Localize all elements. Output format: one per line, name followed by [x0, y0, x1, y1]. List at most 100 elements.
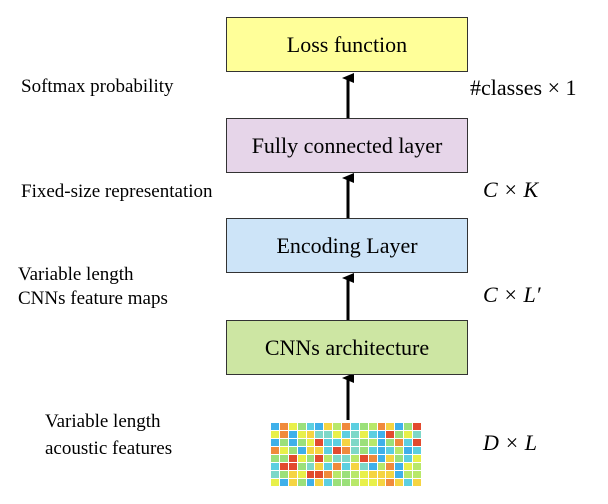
encoding-layer-box: Encoding Layer: [226, 218, 468, 273]
heatmap-cell: [342, 479, 350, 486]
heatmap-cell: [279, 447, 288, 454]
heatmap-cell: [413, 439, 421, 446]
heatmap-cell: [386, 479, 395, 486]
heatmap-cell: [404, 479, 413, 486]
heatmap-cell: [395, 447, 404, 454]
heatmap-cell: [297, 463, 306, 470]
heatmap-cell: [279, 463, 288, 470]
heatmap-cell: [413, 471, 421, 478]
heatmap-cell: [377, 471, 386, 478]
heatmap-cell: [324, 447, 333, 454]
heatmap-cell: [404, 463, 413, 470]
heatmap-cell: [333, 431, 342, 438]
heatmap-cell: [271, 447, 279, 454]
heatmap-cell: [306, 471, 315, 478]
heatmap-cell: [395, 455, 404, 462]
heatmap-cell: [359, 439, 368, 446]
heatmap-cell: [395, 479, 404, 486]
heatmap-cell: [333, 447, 342, 454]
heatmap-cell: [315, 479, 324, 486]
heatmap-cell: [350, 439, 359, 446]
variable-cnn-label-line2: CNNs feature maps: [18, 288, 168, 309]
heatmap-cell: [368, 479, 377, 486]
heatmap-cell: [315, 447, 324, 454]
heatmap-cell: [279, 471, 288, 478]
heatmap-cell: [350, 463, 359, 470]
heatmap-cell: [377, 423, 386, 430]
heatmap-cell: [279, 423, 288, 430]
heatmap-cell: [404, 471, 413, 478]
heatmap-cell: [288, 471, 297, 478]
heatmap-cell: [359, 423, 368, 430]
heatmap-cell: [288, 479, 297, 486]
heatmap-cell: [288, 431, 297, 438]
heatmap-cell: [324, 479, 333, 486]
heatmap-cell: [368, 423, 377, 430]
heatmap-cell: [279, 439, 288, 446]
heatmap-cell: [350, 447, 359, 454]
heatmap-cell: [324, 471, 333, 478]
heatmap-cell: [368, 463, 377, 470]
heatmap-cell: [297, 471, 306, 478]
heatmap-cell: [324, 463, 333, 470]
heatmap-cell: [368, 447, 377, 454]
heatmap-cell: [297, 479, 306, 486]
heatmap-cell: [297, 455, 306, 462]
heatmap-cell: [368, 471, 377, 478]
heatmap-cell: [377, 431, 386, 438]
heatmap-cell: [315, 431, 324, 438]
heatmap-cell: [315, 463, 324, 470]
heatmap-cell: [306, 463, 315, 470]
heatmap-cell: [359, 479, 368, 486]
heatmap-cell: [279, 455, 288, 462]
heatmap-cell: [271, 439, 279, 446]
heatmap-cell: [386, 471, 395, 478]
heatmap-cell: [413, 455, 421, 462]
heatmap-cell: [368, 455, 377, 462]
heatmap-cell: [333, 479, 342, 486]
heatmap-cell: [324, 439, 333, 446]
heatmap-cell: [342, 447, 350, 454]
dl-dimension: D × L: [483, 430, 537, 455]
acoustic-features-heatmap: [271, 423, 421, 486]
heatmap-cell: [404, 447, 413, 454]
fully-connected-box: Fully connected layer: [226, 118, 468, 173]
heatmap-cell: [297, 439, 306, 446]
heatmap-cell: [288, 463, 297, 470]
heatmap-cell: [386, 431, 395, 438]
heatmap-cell: [377, 447, 386, 454]
heatmap-cell: [306, 447, 315, 454]
heatmap-cell: [350, 455, 359, 462]
cl-dimension: C × L′: [483, 282, 541, 307]
heatmap-cell: [413, 431, 421, 438]
heatmap-cell: [404, 423, 413, 430]
heatmap-cell: [404, 431, 413, 438]
heatmap-cell: [359, 431, 368, 438]
heatmap-cell: [288, 455, 297, 462]
heatmap-cell: [368, 431, 377, 438]
heatmap-cell: [297, 431, 306, 438]
heatmap-cell: [342, 423, 350, 430]
heatmap-cell: [386, 455, 395, 462]
heatmap-cell: [333, 439, 342, 446]
heatmap-cell: [288, 423, 297, 430]
heatmap-cell: [306, 479, 315, 486]
heatmap-cell: [271, 423, 279, 430]
ck-dimension: C × K: [483, 177, 539, 202]
heatmap-cell: [279, 431, 288, 438]
heatmap-cell: [359, 455, 368, 462]
heatmap-cell: [324, 455, 333, 462]
heatmap-cell: [279, 479, 288, 486]
heatmap-cell: [377, 455, 386, 462]
heatmap-cell: [315, 455, 324, 462]
heatmap-cell: [404, 439, 413, 446]
heatmap-cell: [342, 471, 350, 478]
heatmap-cell: [413, 463, 421, 470]
heatmap-cell: [368, 439, 377, 446]
heatmap-cell: [306, 423, 315, 430]
heatmap-cell: [271, 455, 279, 462]
heatmap-cell: [342, 463, 350, 470]
heatmap-cell: [342, 455, 350, 462]
softmax-label: Softmax probability: [21, 76, 174, 97]
